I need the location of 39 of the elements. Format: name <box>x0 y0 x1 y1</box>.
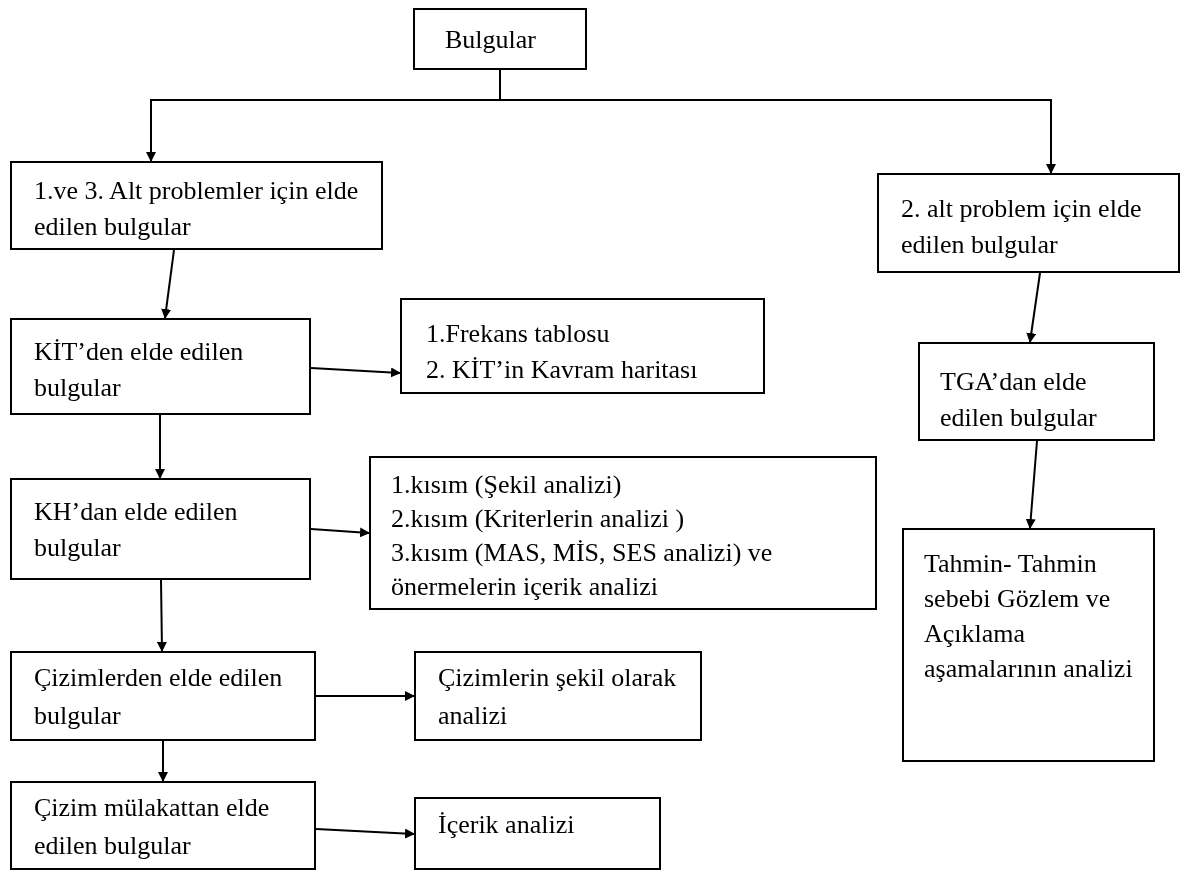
box-text: KİT’den elde edilen bulgular <box>34 336 245 404</box>
arrow <box>1025 440 1038 529</box>
process-box <box>10 781 316 870</box>
process-box <box>10 161 383 250</box>
output-box <box>400 298 765 394</box>
output-box <box>414 651 702 741</box>
heading-box <box>413 8 587 70</box>
box-text: 1.Frekans tablosu <box>426 318 611 350</box>
arrow <box>161 249 175 319</box>
box-text: 2. alt problem için elde edilen bulgular <box>901 193 1143 261</box>
arrow <box>155 414 165 479</box>
box-text: KH’dan elde edilen bulgular <box>34 496 239 564</box>
arrow <box>1026 272 1041 343</box>
process-box <box>877 173 1180 273</box>
box-text: Çizim mülakattan elde edilen bulgular <box>34 792 271 862</box>
box-text: Bulgular <box>445 24 537 56</box>
arrow <box>310 527 370 538</box>
box-text: 1.kısım (Şekil analizi) <box>391 469 623 501</box>
process-box <box>10 318 311 415</box>
box-text: 1.ve 3. Alt problemler için elde edilen bulgular <box>34 175 360 243</box>
box-text: Tahmin- Tahmin sebebi Gözlem ve Açıklama aşamalarının analizi <box>924 548 1134 685</box>
box-text: 3.kısım (MAS, MİS, SES analizi) ve önermelerin içerik analizi <box>391 537 774 603</box>
process-box <box>918 342 1155 441</box>
arrow <box>310 367 401 378</box>
output-box <box>369 456 877 610</box>
box-text: TGA’dan elde edilen bulgular <box>940 366 1098 434</box>
box-text: 2. KİT’in Kavram haritası <box>426 354 699 386</box>
box-text: Çizimlerin şekil olarak analizi <box>438 662 678 732</box>
box-text: İçerik analizi <box>438 809 576 841</box>
process-box <box>10 651 316 741</box>
arrow <box>315 691 415 701</box>
output-box <box>902 528 1155 762</box>
arrow <box>315 828 415 839</box>
box-text: 2.kısım (Kriterlerin analizi ) <box>391 503 686 535</box>
arrow <box>156 579 167 652</box>
output-box <box>414 797 661 870</box>
process-box <box>10 478 311 580</box>
arrow <box>158 740 168 782</box>
box-text: Çizimlerden elde edilen bulgular <box>34 662 284 732</box>
